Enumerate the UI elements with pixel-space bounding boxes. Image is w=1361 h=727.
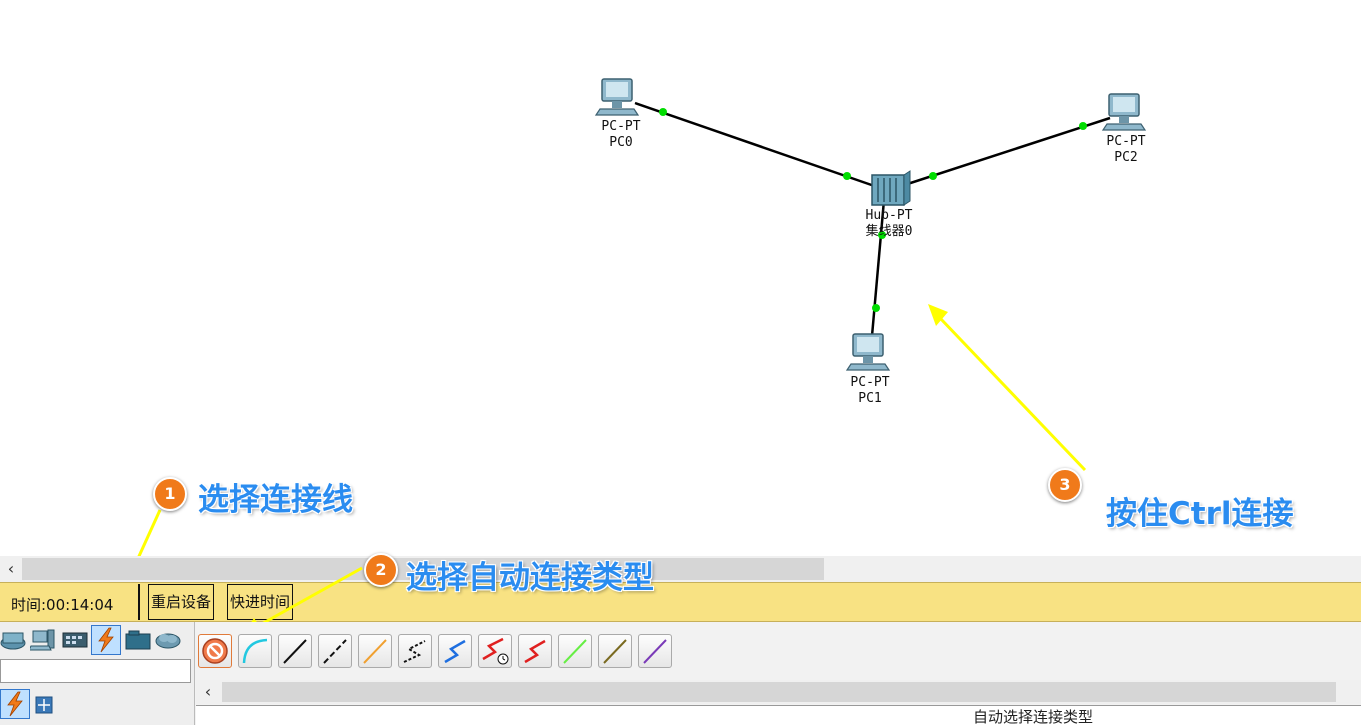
port-light [843,172,851,180]
cable-list-scrollbar-thumb[interactable] [222,682,1336,702]
pc0-model: PC-PT [601,119,641,134]
pc1-model: PC-PT [850,375,890,390]
step-1-badge: 1 [153,477,187,511]
link-pc1-hub[interactable] [870,199,886,337]
annotation-arrow-1 [137,509,162,556]
cable-straight-through-button[interactable] [278,634,312,668]
pc2-model: PC-PT [1106,134,1146,149]
cable-serial-dte-button[interactable] [518,634,552,668]
logical-workspace[interactable]: PC-PT PC0 PC-PT PC2 PC-PT PC1 Hub-PT 集线器… [0,0,1361,556]
restart-devices-button[interactable]: 重启设备 [148,584,215,620]
multiuser-cloud-icon[interactable] [155,627,181,653]
phone-cable-icon [403,640,426,663]
cable-octal-button[interactable] [558,634,592,668]
hub-icon[interactable] [871,170,911,206]
serial-dce-cable-icon [482,637,509,665]
device-description-area [196,705,1361,725]
miscellaneous-icon[interactable] [125,627,151,653]
pc0-icon[interactable] [594,78,640,116]
workspace-scrollbar-thumb[interactable] [22,558,824,580]
end-devices-icon[interactable] [30,627,56,653]
port-light [1079,122,1087,130]
pc0-name: PC0 [609,135,633,150]
fiber-cable-icon [363,639,387,664]
automatic-connection-icon [202,638,228,664]
annotation-arrow-3 [928,304,1087,472]
components-icon[interactable] [62,627,88,653]
step-1-text: 选择连接线 [198,482,353,518]
hub0-label: Hub-PT 集线器0 [850,208,928,240]
cable-crossover-button[interactable] [318,634,352,668]
port-light [872,304,880,312]
connections-icon[interactable] [91,625,121,655]
scroll-left-arrow-icon[interactable]: ‹ [7,559,15,578]
iot-cable-icon [603,639,627,664]
toolbar-divider [138,584,140,620]
coaxial-cable-icon [444,639,466,664]
octal-cable-icon [563,639,587,664]
cable-coaxial-button[interactable] [438,634,472,668]
hub0-name: 集线器0 [865,224,913,239]
link-pc2-hub[interactable] [888,116,1111,192]
cable-fiber-button[interactable] [358,634,392,668]
scroll-left-arrow-icon[interactable]: ‹ [204,682,212,701]
port-light [659,108,667,116]
step-2-text: 选择自动连接类型 [406,560,654,596]
connections-subcategory-icon[interactable] [0,689,30,719]
pc2-label: PC-PT PC2 [1097,134,1155,166]
time-display: 时间:00:14:04 [11,596,114,614]
selected-connection-type-label: 自动选择连接类型 [973,708,1094,726]
cable-phone-button[interactable] [398,634,432,668]
cable-iot-button[interactable] [598,634,632,668]
pc1-label: PC-PT PC1 [841,375,899,407]
step-3-badge: 3 [1048,468,1082,502]
straight-through-cable-icon [283,639,307,664]
fast-forward-time-button[interactable]: 快进时间 [227,584,294,620]
pc1-name: PC1 [858,391,882,406]
device-filter-input[interactable] [0,659,191,683]
step-3-text: 按住Ctrl连接 [1106,496,1294,532]
grid-view-icon[interactable] [35,696,53,714]
topology-canvas [137,78,1147,556]
serial-dte-cable-icon [524,639,546,664]
cable-serial-dce-button[interactable] [478,634,512,668]
hub0-model: Hub-PT [865,208,913,223]
realtime-toolbar [0,582,1361,622]
port-light [878,231,886,239]
cable-console-button[interactable] [238,634,272,668]
cable-usb-button[interactable] [638,634,672,668]
network-devices-icon[interactable] [0,627,26,653]
step-2-badge: 2 [364,553,398,587]
usb-cable-icon [643,639,667,664]
cable-automatic-button[interactable] [198,634,232,668]
crossover-cable-icon [323,639,347,664]
pc0-label: PC-PT PC0 [592,119,650,151]
pc2-icon[interactable] [1101,93,1147,131]
pc2-name: PC2 [1114,150,1138,165]
console-cable-icon [242,638,268,664]
port-light [929,172,937,180]
pc1-icon[interactable] [845,333,891,371]
